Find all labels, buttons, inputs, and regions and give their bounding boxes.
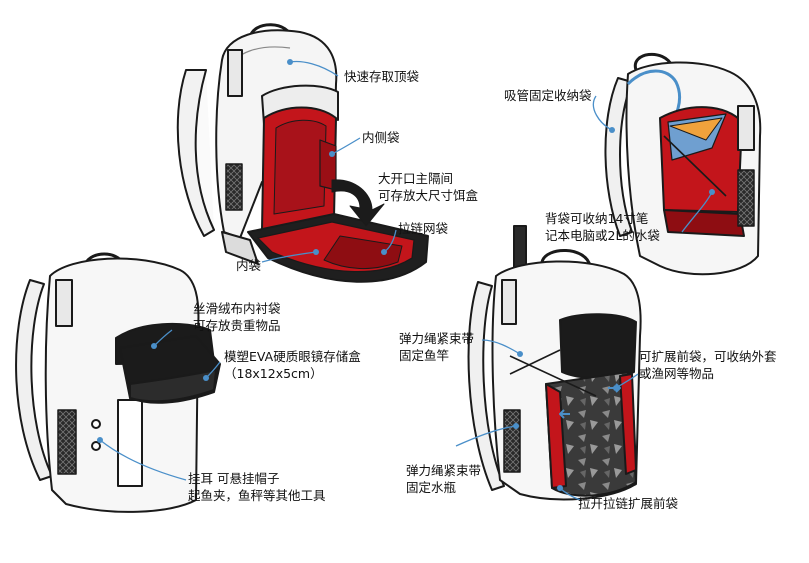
label-top-pocket: 快速存取顶袋	[344, 69, 420, 84]
label-expandable-front: 可扩展前袋，可收纳外套 或渔网等物品	[639, 349, 777, 381]
label-main-compartment: 大开口主隔间 可存放大尺寸饵盒	[378, 171, 479, 203]
label-bungee-bottle: 弹力绳紧束带 固定水瓶	[406, 463, 482, 495]
label-hang-loop: 挂耳 可悬挂帽子 起鱼夹，鱼秤等其他工具	[188, 471, 326, 503]
label-hydration: 吸管固定收纳袋	[504, 88, 592, 103]
label-inner-side-pocket: 内侧袋	[362, 130, 400, 145]
label-laptop: 背袋可收纳14寸笔 记本电脑或2L的水袋	[545, 211, 660, 243]
label-inner-pocket: 内袋	[236, 258, 262, 273]
label-zipper-mesh: 拉链网袋	[398, 221, 449, 236]
backpack-rod-holder	[467, 225, 642, 501]
leader-lines	[97, 59, 715, 501]
backpack-eva-case	[15, 252, 221, 513]
label-zip-expand: 拉开拉链扩展前袋	[578, 496, 679, 511]
label-eva-case: 模塑EVA硬质眼镜存储盒 （18x12x5cm）	[224, 349, 361, 381]
label-velvet-pocket: 丝滑绒布内衬袋 可存放贵重物品	[193, 301, 281, 333]
label-bungee-rod: 弹力绳紧束带 固定鱼竿	[399, 331, 475, 363]
backpack-main-compartment	[176, 23, 429, 283]
